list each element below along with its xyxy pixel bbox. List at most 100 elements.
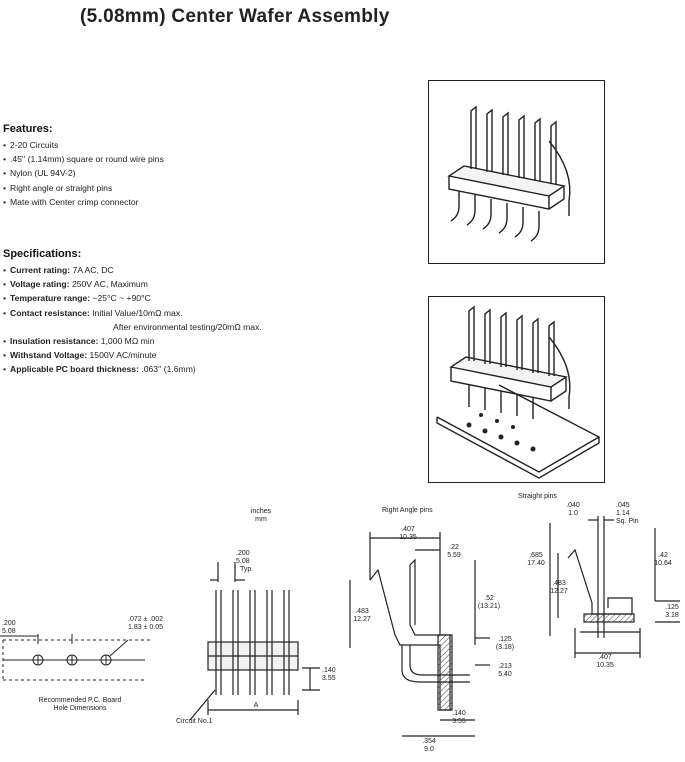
pcb-hole-layout-drawing [0,634,150,681]
spec-item: Applicable PC board thickness: .063'' (1… [3,362,262,376]
spec-value: 250V AC, Maximum [71,279,148,290]
spec-value: Initial Value/10mΩ max. [92,307,183,318]
st-42-dimension: .42 10.64 [648,552,678,568]
st-685-inches: .685 [529,552,543,559]
ra-22-mm: 5.59 [447,552,461,559]
spec-item: Withstand Voltage: 1500V AC/minute [3,348,262,362]
ra-213-inches: .213 [498,663,512,670]
spec-item: Temperature range: −25°C ~ +90°C [3,291,262,305]
st-045-dimension: .045 1.14 Sq. Pin [616,502,639,526]
ra-125-inches: .125 [498,636,512,643]
st-407-mm: 10.35 [596,662,614,669]
ra-354-inches: .354 [422,738,436,745]
st-040-mm: 1.0 [568,510,578,517]
spec-item: Insulation resistance: 1,000 MΩ min [3,334,262,348]
ra-407-dimension: .407 10.35 [390,526,426,542]
pcb-caption: Recommended P.C. Board Hole Dimensions [20,697,140,713]
units-inches-label: inches [250,508,272,515]
features-heading: Features: [3,123,53,135]
spec-item: After environmental testing/20mΩ max. [3,320,262,334]
feature-item: .45'' (1.14mm) square or round wire pins [3,152,164,166]
ra-407-mm: 10.35 [399,534,417,541]
front-pitch-mm: 5.08 [236,558,250,565]
ra-22-dimension: .22 5.59 [436,544,472,560]
pcb-pitch-inches: .200 [2,620,16,627]
st-045-inches: .045 [616,502,630,509]
circuit-no-label: Circuit No.1 [176,718,213,725]
st-483-inches: .483 [552,580,566,587]
pcb-hole-inches: .072 ± .002 [128,616,163,623]
front-height-mm: 3.55 [322,675,336,682]
pcb-caption-line1: Recommended P.C. Board [38,697,122,704]
st-045-note: Sq. Pin [616,518,639,525]
right-angle-profile-drawing [349,532,490,737]
page-title: (5.08mm) Center Wafer Assembly [80,6,390,27]
ra-483-inches: .483 [355,608,369,615]
st-483-dimension: .483 12.27 [546,580,572,596]
spec-value: .063'' (1.6mm) [141,364,196,375]
front-height-inches: .140 [322,667,336,674]
st-42-mm: 10.64 [654,560,672,567]
spec-item: Voltage rating: 250V AC, Maximum [3,277,262,291]
st-685-dimension: .685 17.40 [521,552,551,568]
feature-item: Right angle or straight pins [3,181,164,195]
right-angle-wafer-illustration [428,80,605,264]
spec-label: Voltage rating: [10,279,70,290]
spec-label: Contact resistance: [10,307,90,318]
st-485-mm: 12.27 [550,588,568,595]
ra-213-mm: 5.40 [498,671,512,678]
ra-483-mm: 12.27 [353,616,371,623]
features-list: 2-20 Circuits .45'' (1.14mm) square or r… [3,138,164,209]
spec-label: Applicable PC board thickness: [10,364,139,375]
front-pitch-dimension: .200 5.08 Typ. [236,550,253,574]
ra-407-inches: .407 [401,526,415,533]
spec-item: Contact resistance: Initial Value/10mΩ m… [3,306,262,320]
right-angle-heading: Right Angle pins [382,507,433,514]
pcb-pitch-mm: 5.08 [2,628,16,635]
st-040-inches: .040 [566,502,580,509]
st-407-dimension: .407 10.35 [590,654,620,670]
ra-483-dimension: .483 12.27 [347,608,377,624]
pcb-hole-dimension: .072 ± .002 1.83 ± 0.05 [128,616,163,632]
straight-profile-drawing [549,516,680,658]
st-125-dimension: .125 3.18 [660,604,684,620]
ra-22-inches: .22 [449,544,459,551]
straight-wafer-drawing [436,305,601,479]
ra-354-mm: 9.0 [424,746,434,753]
pcb-pitch-dimension: .200 5.08 [2,620,16,636]
ra-52-inches: .52 [484,595,494,602]
right-angle-wafer-drawing [447,105,571,242]
st-685-mm: 17.40 [527,560,545,567]
st-125-inches: .125 [665,604,679,611]
ra-125-mm: (3.18) [495,644,515,651]
straight-heading: Straight pins [518,493,557,500]
st-42-inches: .42 [658,552,668,559]
front-view-drawing [189,562,320,721]
feature-item: Nylon (UL 94V-2) [3,166,164,180]
st-040-dimension: .040 1.0 [562,502,584,518]
ra-52-mm: (13.21) [477,603,501,610]
specifications-heading: Specifications: [3,248,82,260]
ra-140-inches: .140 [452,710,466,717]
ra-52-dimension: .52 (13.21) [474,595,504,611]
st-045-mm: 1.14 [616,510,630,517]
spec-item: Current rating: 7A AC, DC [3,263,262,277]
units-legend: inches mm [236,508,286,524]
straight-wafer-illustration [428,296,605,483]
spec-value: 7A AC, DC [72,265,114,275]
width-label-a: A [253,702,259,709]
spec-label: Insulation resistance: [10,336,99,347]
specifications-list: Current rating: 7A AC, DC Voltage rating… [3,263,262,377]
pcb-hole-mm: 1.83 ± 0.05 [128,624,163,631]
ra-125-dimension: .125 (3.18) [490,636,520,652]
ra-140-mm: 3.55 [452,718,466,725]
spec-value: After environmental testing/20mΩ max. [113,321,262,332]
feature-item: 2-20 Circuits [3,138,164,152]
spec-value: 1,000 MΩ min [100,336,155,347]
st-407-inches: .407 [598,654,612,661]
st-125-mm: 3.18 [665,612,679,619]
spec-value: −25°C ~ +90°C [92,293,151,304]
spec-value: 1500V AC/minute [89,350,157,361]
pcb-caption-line2: Hole Dimensions [53,705,107,712]
ra-140-dimension: .140 3.55 [444,710,474,726]
